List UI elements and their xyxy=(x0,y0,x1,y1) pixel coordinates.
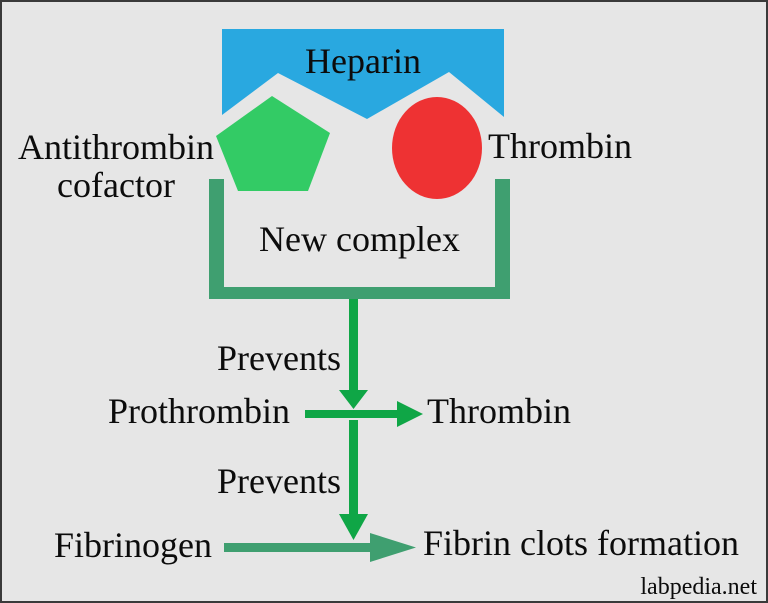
fibrinogen-label: Fibrinogen xyxy=(54,525,212,565)
prevents-label-2: Prevents xyxy=(217,461,341,501)
thrombin-top-label: Thrombin xyxy=(488,126,632,166)
fibrin-clots-label: Fibrin clots formation xyxy=(423,523,739,563)
complex-bracket xyxy=(209,179,510,299)
thrombin-result-label: Thrombin xyxy=(427,391,571,431)
prothrombin-label: Prothrombin xyxy=(108,391,291,431)
prevents-arrow-2 xyxy=(339,420,368,540)
fibrinogen-to-fibrin-arrow xyxy=(224,533,416,562)
heparin-label: Heparin xyxy=(305,41,421,81)
antithrombin-line1: Antithrombin xyxy=(18,127,214,167)
thrombin-ellipse xyxy=(392,97,482,199)
antithrombin-cofactor-label: Antithrombin cofactor xyxy=(8,128,224,204)
prevents-label-1: Prevents xyxy=(217,338,341,378)
prothrombin-to-thrombin-arrow xyxy=(305,401,423,427)
watermark: labpedia.net xyxy=(640,574,757,600)
heparin-shape xyxy=(222,29,504,119)
antithrombin-line2: cofactor xyxy=(57,165,175,205)
prevents-arrow-1 xyxy=(339,299,368,409)
new-complex-label: New complex xyxy=(259,219,460,259)
antithrombin-pentagon xyxy=(216,96,330,191)
